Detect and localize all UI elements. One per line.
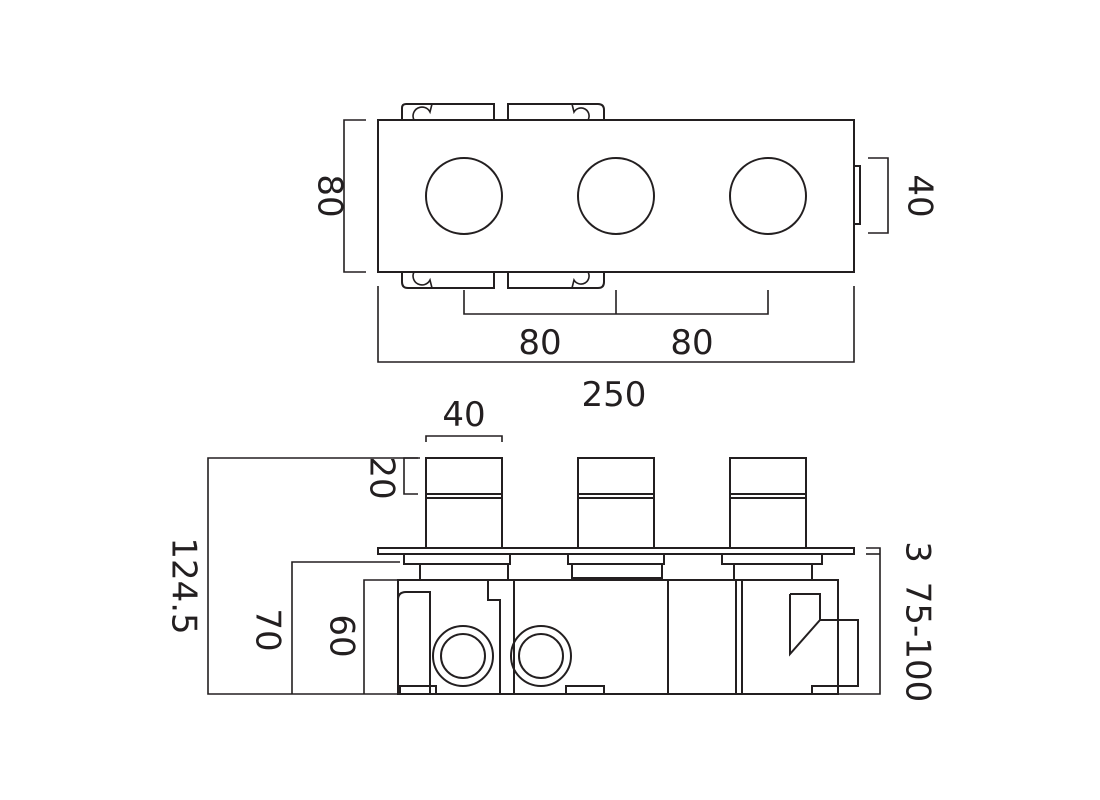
side-view: 40: [164, 395, 938, 702]
dim-depth-70: 70: [248, 561, 400, 694]
dim-plate-label: 3: [898, 541, 938, 563]
mounting-lugs-bottom: [401, 271, 605, 289]
dim-width-label: 250: [582, 375, 647, 415]
outlet-left: [432, 625, 494, 687]
side-tab: [853, 165, 861, 225]
dim-width: 250: [377, 286, 855, 415]
dim-height-label: 80: [310, 174, 350, 217]
dim-handle-cap-label: 20: [362, 456, 402, 499]
knob-center: [577, 157, 655, 235]
handle-left: [425, 457, 503, 549]
outlet-center: [510, 625, 572, 687]
dim-overall-depth-label: 124.5: [164, 537, 204, 634]
dim-depth: 40: [868, 157, 940, 234]
dim-plate-adjust: 3 75-100: [838, 541, 938, 702]
knob-left: [425, 157, 503, 235]
dim-handle-width: 40: [425, 395, 503, 442]
mounting-lugs-top: [401, 103, 605, 121]
dim-depth-70-label: 70: [248, 608, 288, 651]
handle-right: [729, 457, 807, 549]
dim-depth-label: 40: [900, 174, 940, 217]
knob-right: [729, 157, 807, 235]
dim-adjust-label: 75-100: [898, 582, 938, 702]
dim-depth-60: 60: [322, 579, 398, 694]
handle-center: [577, 457, 655, 549]
dim-spacing: 80 80: [463, 290, 769, 363]
dim-depth-60-label: 60: [322, 614, 362, 657]
valve-body: [397, 579, 839, 695]
dim-handle-width-label: 40: [442, 395, 485, 435]
dim-overall-depth: 124.5: [164, 457, 420, 695]
dim-handle-cap: 20: [362, 456, 418, 500]
collars: [403, 553, 823, 581]
dim-spacing-right-label: 80: [670, 323, 713, 363]
dim-spacing-left-label: 80: [518, 323, 561, 363]
front-view: 80 40 80 80 250: [310, 103, 940, 415]
dim-height: 80: [310, 119, 366, 273]
side-outlet: [789, 593, 859, 694]
faceplate: [377, 119, 855, 273]
